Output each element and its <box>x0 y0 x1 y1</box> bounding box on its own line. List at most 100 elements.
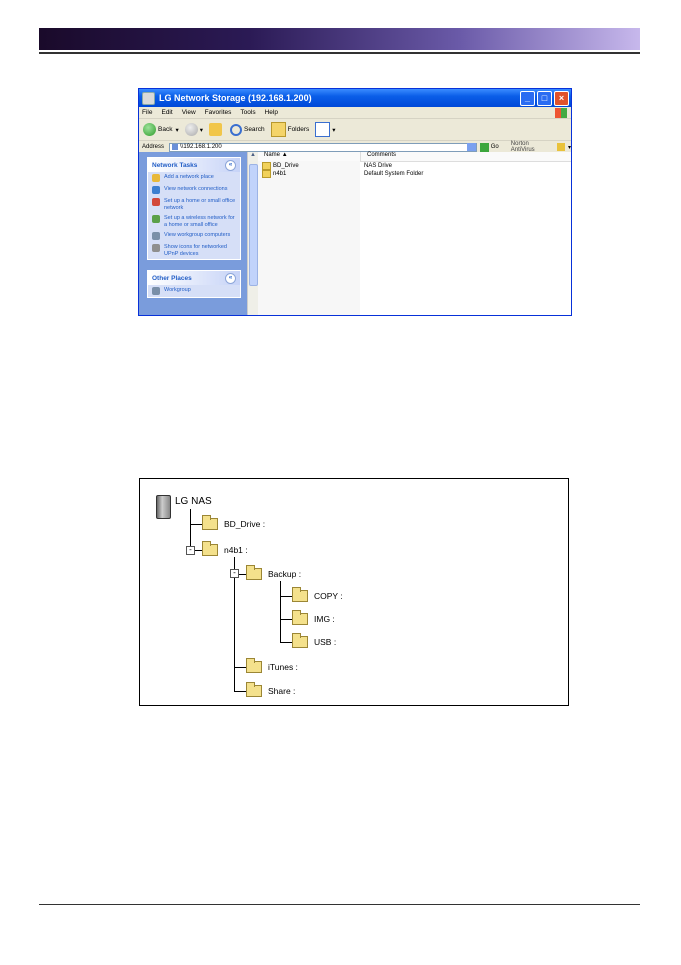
toolbar: Back ▾ ▾ Search Folders ▾ <box>139 119 571 141</box>
menu-view[interactable]: View <box>181 109 196 116</box>
tree-line <box>280 596 292 597</box>
name-column-shading <box>258 161 360 315</box>
go-arrow-icon <box>479 142 489 152</box>
tree-line <box>190 524 202 525</box>
address-input[interactable]: \\192.168.1.200 <box>169 142 477 152</box>
tree-line <box>234 574 246 575</box>
folder-icon <box>292 610 308 625</box>
task-setup-home-network[interactable]: Set up a home or small office network <box>148 196 240 213</box>
shared-folder-icon <box>262 162 271 170</box>
back-label: Back <box>158 126 173 133</box>
close-button[interactable]: × <box>554 90 569 106</box>
task-pane: Network Tasks « Add a network place View… <box>139 152 247 315</box>
tree-line <box>234 667 246 668</box>
menu-file[interactable]: File <box>142 109 153 116</box>
task-pane-scrollbar[interactable]: ▲ <box>247 152 258 315</box>
file-comment: NAS Drive <box>364 163 393 169</box>
menu-tools[interactable]: Tools <box>240 109 256 116</box>
column-name-label: Name <box>264 152 281 158</box>
task-view-network-connections[interactable]: View network connections <box>148 184 240 196</box>
minimize-button[interactable]: _ <box>520 90 535 106</box>
node-share: Share : <box>268 686 296 696</box>
go-button[interactable]: Go <box>479 142 499 152</box>
menu-favorites[interactable]: Favorites <box>204 109 232 116</box>
home-network-icon <box>152 198 160 206</box>
node-bd-drive: BD_Drive : <box>224 519 266 529</box>
collapse-icon[interactable]: « <box>225 159 236 171</box>
tree-line <box>234 691 246 692</box>
other-places-header[interactable]: Other Places « <box>148 271 240 285</box>
tree-line <box>234 557 235 691</box>
file-name: BD_Drive <box>273 163 299 169</box>
explorer-window: LG Network Storage (192.168.1.200) _ □ ×… <box>138 88 572 316</box>
task-show-upnp-icons[interactable]: Show icons for networked UPnP devices <box>148 242 240 259</box>
node-img: IMG : <box>314 614 335 624</box>
norton-label[interactable]: Norton AntiVirus <box>510 141 535 153</box>
windows-logo-icon <box>555 107 567 118</box>
folder-icon <box>292 587 308 602</box>
maximize-button[interactable]: □ <box>537 90 552 106</box>
file-row-bd-drive[interactable]: BD_Drive NAS Drive <box>258 162 571 170</box>
chevron-down-icon[interactable]: ▾ <box>332 126 336 134</box>
task-add-network-place[interactable]: Add a network place <box>148 172 240 184</box>
scroll-up-icon[interactable]: ▲ <box>250 152 256 158</box>
up-folder-icon <box>208 123 222 136</box>
column-headers: Name ▲ Comments <box>258 152 571 162</box>
forward-button[interactable]: ▾ <box>184 123 203 136</box>
address-value: \\192.168.1.200 <box>180 144 222 150</box>
back-button[interactable]: Back ▾ <box>143 123 179 136</box>
menu-edit[interactable]: Edit <box>161 109 173 116</box>
network-tasks-header[interactable]: Network Tasks « <box>148 158 240 172</box>
column-name[interactable]: Name ▲ <box>258 152 361 161</box>
node-usb: USB : <box>314 637 337 647</box>
tree-line <box>280 581 281 643</box>
other-places-title: Other Places <box>152 274 192 282</box>
task-label: View workgroup computers <box>164 232 231 238</box>
collapse-toggle[interactable]: - <box>230 569 239 578</box>
folder-icon <box>202 541 218 556</box>
task-setup-wireless-network[interactable]: Set up a wireless network for a home or … <box>148 213 240 230</box>
nas-device-icon <box>156 495 171 519</box>
norton-icon[interactable] <box>557 143 565 151</box>
network-place-icon <box>152 174 160 182</box>
menu-help[interactable]: Help <box>264 109 278 116</box>
task-label: Set up a home or small office network <box>164 198 236 211</box>
place-workgroup[interactable]: Workgroup <box>148 285 240 297</box>
search-icon <box>229 123 242 136</box>
network-drive-icon <box>142 91 155 105</box>
chevron-down-icon[interactable]: ▾ <box>568 144 572 151</box>
chevron-down-icon[interactable]: ▾ <box>199 126 203 134</box>
search-button[interactable]: Search <box>229 123 265 136</box>
wireless-icon <box>152 215 160 223</box>
collapse-toggle[interactable]: - <box>186 546 195 555</box>
address-dropdown-icon[interactable] <box>466 143 476 151</box>
collapse-icon[interactable]: « <box>225 272 236 284</box>
views-button[interactable]: ▾ <box>315 122 336 137</box>
folders-button[interactable]: Folders <box>270 122 309 137</box>
scroll-thumb[interactable] <box>249 164 258 286</box>
node-n4b1: n4b1 : <box>224 545 248 555</box>
workgroup-icon <box>152 232 160 240</box>
header-rule <box>39 52 640 54</box>
up-folder-button[interactable] <box>208 123 224 136</box>
folders-icon <box>270 122 286 137</box>
shared-folder-icon <box>262 170 271 178</box>
footer-rule <box>39 904 640 905</box>
task-label: View network connections <box>164 186 228 192</box>
task-label: Add a network place <box>164 174 214 180</box>
chevron-down-icon[interactable]: ▾ <box>175 126 179 134</box>
column-comments[interactable]: Comments <box>367 152 397 158</box>
file-row-n4b1[interactable]: n4b1 Default System Folder <box>258 170 571 178</box>
network-tasks-title: Network Tasks <box>152 161 198 169</box>
address-label: Address <box>142 144 165 150</box>
folder-icon <box>246 658 262 673</box>
task-view-workgroup-computers[interactable]: View workgroup computers <box>148 230 240 242</box>
network-connections-icon <box>152 186 160 194</box>
header-bar <box>39 28 640 50</box>
folder-icon <box>202 515 218 530</box>
folder-icon <box>246 682 262 697</box>
tree-line <box>190 509 191 551</box>
explorer-body: Network Tasks « Add a network place View… <box>139 152 571 315</box>
folder-icon <box>246 565 262 580</box>
other-places-panel: Other Places « Workgroup <box>147 270 241 298</box>
